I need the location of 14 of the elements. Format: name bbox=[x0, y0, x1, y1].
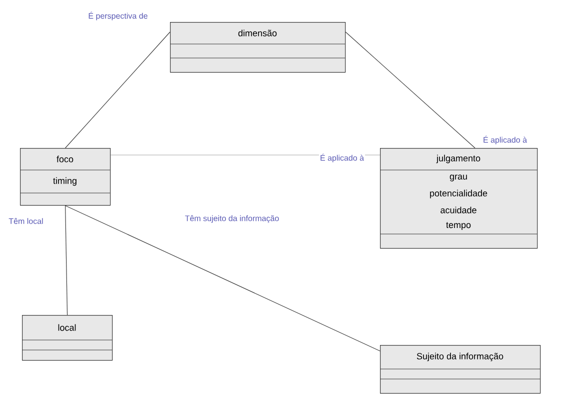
edge-label: É aplicado à bbox=[482, 134, 528, 146]
class-box: julgamento grau potencialidade acuidade tempo bbox=[380, 148, 538, 249]
connector-line bbox=[65, 205, 68, 316]
connector-line bbox=[65, 205, 380, 352]
class-box: foco timing bbox=[20, 148, 111, 206]
edge-label: É perspectiva de bbox=[87, 10, 149, 22]
edge-label: Têm local bbox=[8, 217, 44, 225]
class-box: dimensão bbox=[170, 22, 346, 73]
edge-label: Têm sujeito da informação bbox=[184, 214, 280, 224]
edge-label: É aplicado à bbox=[319, 152, 366, 164]
class-box: Sujeito da informação bbox=[380, 345, 541, 394]
connector-line bbox=[65, 32, 170, 148]
connector-line bbox=[345, 32, 476, 148]
class-box: local bbox=[22, 315, 113, 361]
